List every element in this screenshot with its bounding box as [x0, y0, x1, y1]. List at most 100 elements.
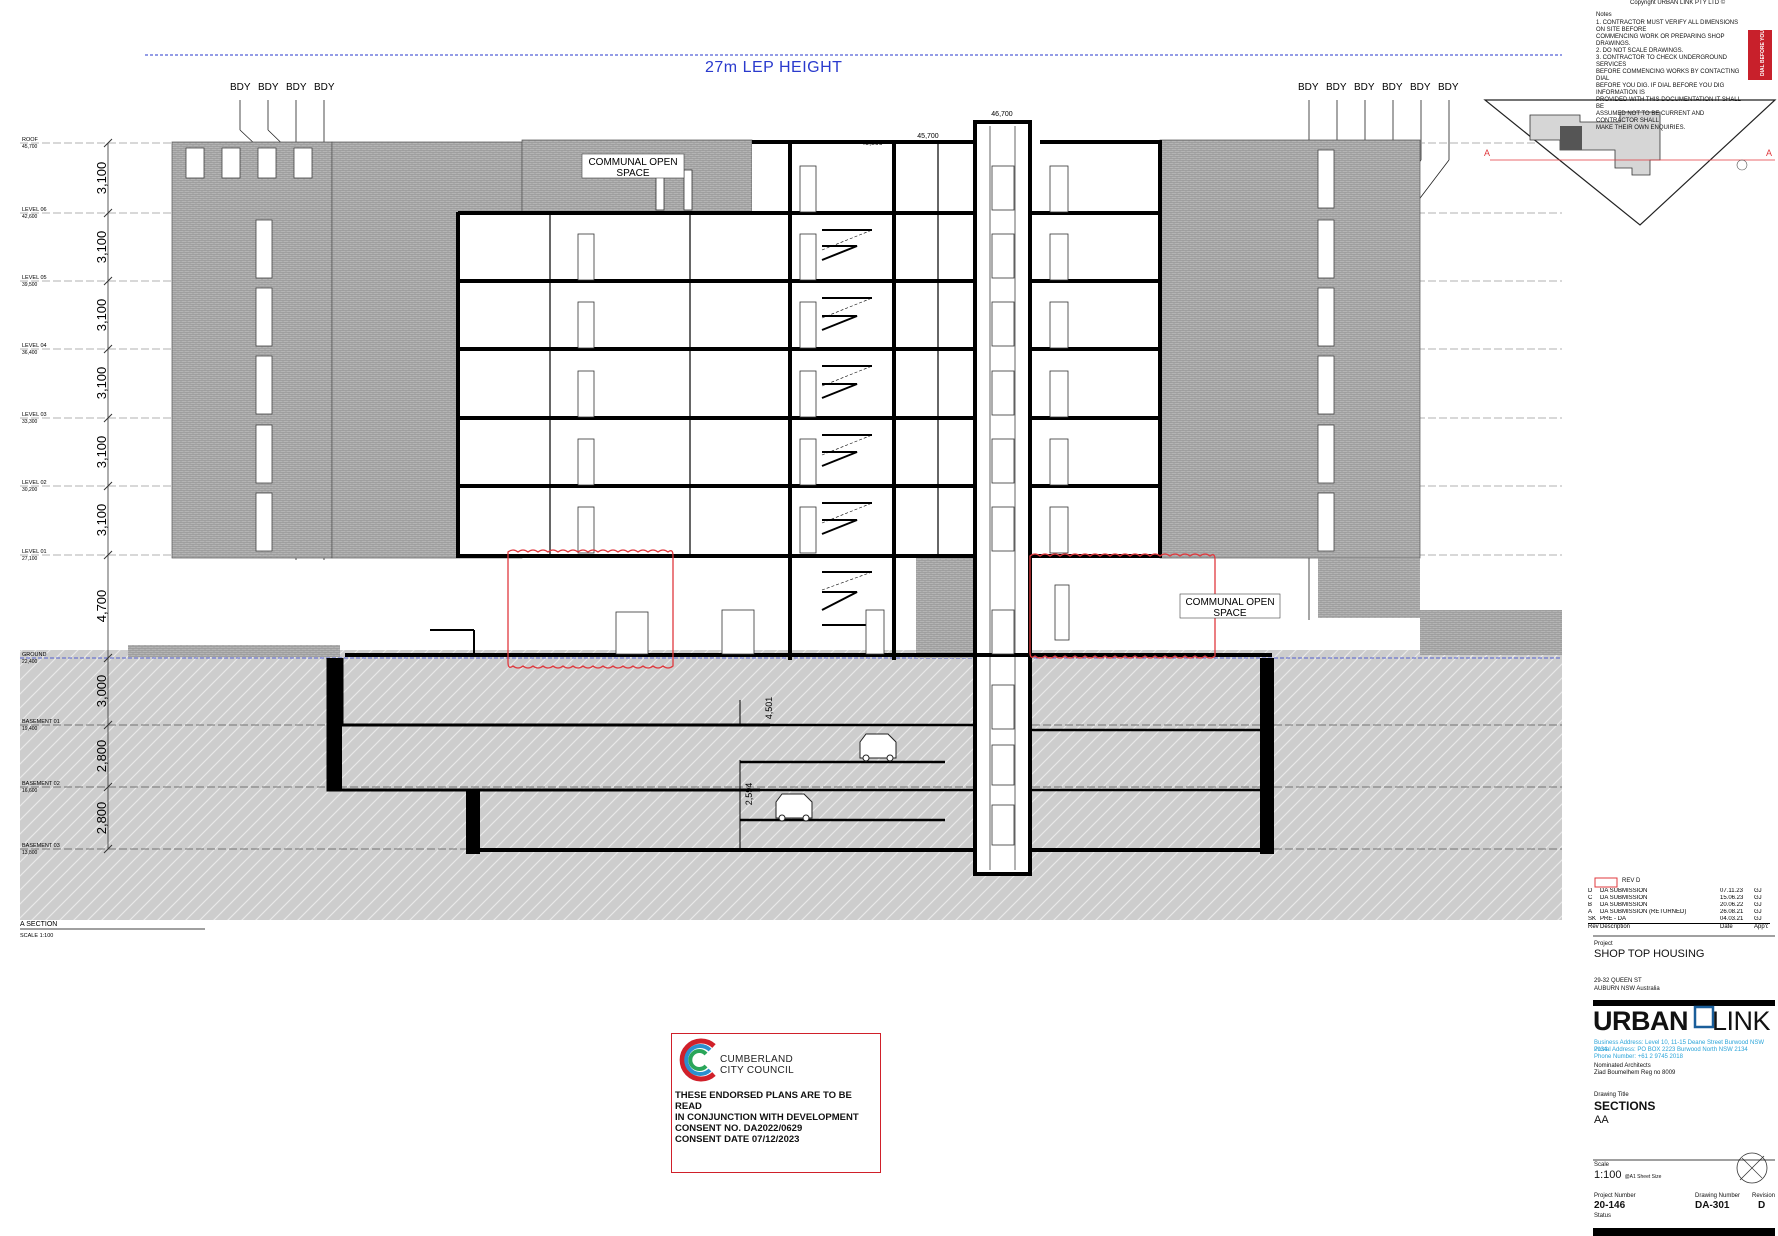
bdy-label: BDY — [258, 82, 279, 93]
brick-facades — [128, 139, 1562, 658]
nominated-label: Nominated Architects — [1594, 1063, 1651, 1069]
table-row: A DA SUBMISSION (RETURNED) 26.08.21 GJ — [1588, 909, 1762, 915]
notes-title: Notes — [1596, 12, 1612, 18]
title-block-rules — [1593, 877, 1775, 1236]
bdy-label: BDY — [1354, 82, 1375, 93]
table-header: Rev Description Date App'd — [1588, 923, 1770, 930]
level-rl: 33,300 — [22, 419, 38, 425]
project-label: Project — [1594, 941, 1613, 947]
level-name: LEVEL 02 — [22, 480, 47, 486]
dim-value: 3,100 — [94, 299, 109, 332]
communal-space-label: COMMUNAL OPEN — [1185, 597, 1274, 608]
level-rl: 13,800 — [22, 850, 38, 856]
dim-value: 3,100 — [94, 504, 109, 537]
rl-annotations: 46,700 45,700 45,800 4,501 2,594 — [744, 111, 1013, 805]
status-label: Status — [1594, 1213, 1612, 1219]
bdy-label: BDY — [286, 82, 307, 93]
note-line: BEFORE COMMENCING WORKS BY CONTACTING DI… — [1596, 69, 1740, 82]
dim-value: 3,100 — [94, 231, 109, 264]
key-plan: A A — [1483, 99, 1777, 226]
notes: 1. CONTRACTOR MUST VERIFY ALL DIMENSIONS… — [1596, 20, 1746, 132]
note-line: 1. CONTRACTOR MUST VERIFY ALL DIMENSIONS… — [1596, 20, 1739, 33]
communal-space-labels: COMMUNAL OPEN SPACE COMMUNAL OPEN SPACE — [581, 153, 1281, 619]
bdy-label: BDY — [230, 82, 251, 93]
drawing-title: SECTIONS — [1594, 1099, 1656, 1113]
stair-dimension: 2,594 — [744, 783, 754, 806]
drawing-number-label: Drawing Number — [1695, 1193, 1741, 1199]
contact-line: Business Address: Level 10, 11-15 Deane … — [1594, 1040, 1764, 1053]
dimension-string: 3,100 3,100 3,100 3,100 3,100 3,100 4,70… — [94, 138, 113, 854]
level-name: BASEMENT 01 — [22, 719, 60, 725]
dim-value: 4,700 — [94, 590, 109, 623]
level-name: LEVEL 05 — [22, 275, 47, 281]
scale-value: 1:100 @A1 Sheet Size — [1594, 1169, 1662, 1181]
level-rl: 45,700 — [22, 144, 38, 150]
facade-windows — [185, 147, 1335, 552]
lep-height-label: 27m LEP HEIGHT — [705, 59, 842, 76]
address-line: 29-32 QUEEN ST — [1594, 978, 1642, 984]
rl-value: 45,700 — [917, 133, 939, 140]
drawing-number: DA-301 — [1695, 1200, 1730, 1211]
project-number-label: Project Number — [1594, 1193, 1636, 1199]
dial-before-you-dig-logo: DIAL BEFORE YOU DIG — [1748, 20, 1772, 80]
address-line: AUBURN NSW Australia — [1594, 986, 1660, 992]
copyright: Copyright URBAN LINK PTY LTD © — [1630, 0, 1726, 6]
bdy-label: BDY — [1438, 82, 1459, 93]
dim-value: 2,800 — [94, 740, 109, 773]
table-row: D DA SUBMISSION 07.11.23 GJ — [1588, 888, 1762, 894]
table-row: SK PRE - DA 04.03.21 GJ — [1588, 916, 1762, 922]
level-rl: 36,400 — [22, 350, 38, 356]
dim-value: 3,100 — [94, 436, 109, 469]
council-logo-icon — [679, 1038, 716, 1082]
dim-value: 2,800 — [94, 802, 109, 835]
rl-value: 45,800 — [861, 140, 883, 147]
council-name: CUMBERLAND CITY COUNCIL — [720, 1054, 794, 1076]
contact-line: Postal Address: PO BOX 2223 Burwood Nort… — [1594, 1047, 1748, 1053]
section-title: A SECTION — [20, 921, 57, 928]
table-row: C DA SUBMISSION 15.06.23 GJ — [1588, 895, 1762, 901]
rl-value: 46,700 — [991, 111, 1013, 118]
logo-urban: URBAN — [1593, 1006, 1689, 1036]
level-name: LEVEL 01 — [22, 549, 47, 555]
contact-line: Phone Number: +61 2 9745 2018 — [1594, 1054, 1683, 1060]
dim-value: 3,100 — [94, 162, 109, 195]
level-name: BASEMENT 02 — [22, 781, 60, 787]
note-line: COMMENCING WORK OR PREPARING SHOP DRAWIN… — [1596, 34, 1725, 47]
revision-table: D DA SUBMISSION 07.11.23 GJ C DA SUBMISS… — [1588, 888, 1770, 931]
nominated-architect: Ziad Boumelhem Reg no 8009 — [1594, 1070, 1676, 1076]
level-rl: 27,100 — [22, 556, 38, 562]
level-rl: 22,400 — [22, 659, 38, 665]
section-marker: A — [1484, 148, 1490, 158]
interior-doors — [577, 165, 1070, 846]
revision-clouds — [507, 549, 1216, 669]
project-name: SHOP TOP HOUSING — [1594, 948, 1705, 960]
level-rl: 39,500 — [22, 282, 38, 288]
bdy-label: BDY — [1298, 82, 1319, 93]
bdy-label: BDY — [1410, 82, 1431, 93]
bdy-label: BDY — [314, 82, 335, 93]
note-line: BEFORE YOU DIG. IF DIAL BEFORE YOU DIG I… — [1596, 83, 1725, 96]
revision-label: Revision — [1752, 1193, 1776, 1199]
communal-space-label: SPACE — [1213, 608, 1246, 619]
project-number: 20-146 — [1594, 1200, 1626, 1211]
cars — [775, 733, 897, 822]
note-line: PROVIDED WITH THIS DOCUMENTATION IT SHAL… — [1596, 97, 1741, 110]
drawing-title-label: Drawing Title — [1594, 1092, 1629, 1098]
level-name: ROOF — [22, 137, 39, 143]
table-row: B DA SUBMISSION 20.06.22 GJ — [1588, 902, 1762, 908]
level-name: LEVEL 03 — [22, 412, 47, 418]
note-line: 2. DO NOT SCALE DRAWINGS. — [1596, 48, 1684, 54]
note-line: ASSUMED NOT TO BE CURRENT AND CONTRACTOR… — [1596, 111, 1705, 124]
section-scale: SCALE 1:100 — [20, 933, 53, 939]
level-rl: 30,200 — [22, 487, 38, 493]
level-rl: 16,600 — [22, 788, 38, 794]
scale-label: Scale — [1594, 1162, 1610, 1168]
level-name: LEVEL 04 — [22, 343, 47, 349]
section-marker: A — [1766, 148, 1772, 158]
dim-value: 3,100 — [94, 367, 109, 400]
communal-space-label: COMMUNAL OPEN — [588, 157, 677, 168]
dim-value: 3,000 — [94, 675, 109, 708]
council-endorsement-stamp: CUMBERLAND CITY COUNCIL THESE ENDORSED P… — [671, 1033, 881, 1173]
